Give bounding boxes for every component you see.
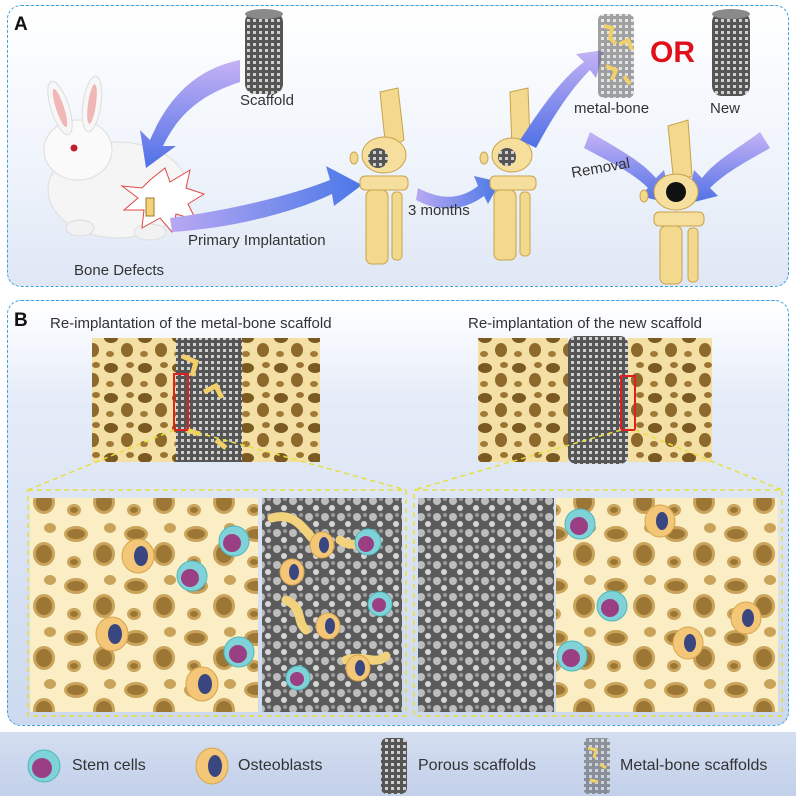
new-scaffold-block [568, 336, 628, 464]
knee-joint-2 [479, 87, 537, 261]
zoom-lines [27, 429, 783, 491]
zoom-new-scaffold [418, 498, 554, 712]
metal-bone-scaffold-legend-icon [584, 738, 610, 794]
arrow-to-metal-bone [520, 50, 604, 148]
knee-joint-1 [349, 87, 409, 265]
arrow-scaffold-to-rabbit [140, 60, 240, 168]
right-title: Re-implantation of the new scaffold [468, 315, 703, 332]
scaffold-label: Scaffold [240, 92, 294, 109]
bone-block-right-1 [478, 338, 568, 462]
stem-cells [176, 508, 628, 691]
zoom-bone-left [30, 498, 258, 712]
three-months-label: 3 months [408, 202, 470, 219]
osteoblasts [95, 504, 762, 702]
panel-b-letter: B [14, 310, 28, 331]
implant-icon [145, 197, 155, 217]
metal-bone-scaffold-cylinder [598, 14, 634, 98]
legend-metal-bone-scaffolds: Metal-bone scaffolds [620, 757, 768, 774]
or-label: OR [650, 36, 695, 69]
arrow-removal-left [584, 132, 672, 204]
arrow-three-months [416, 176, 500, 209]
arrow-removal-right [686, 132, 770, 204]
left-title: Re-implantation of the metal-bone scaffo… [50, 315, 332, 332]
zoom-box-left [173, 373, 189, 431]
legend-osteoblasts: Osteoblasts [238, 757, 323, 774]
scaffold-cylinder-top [245, 9, 283, 94]
new-label: New [710, 100, 741, 117]
new-scaffold-cylinder [712, 9, 750, 96]
panel-a-letter: A [14, 14, 28, 35]
osteoblast-legend-icon [195, 747, 229, 785]
porous-scaffold-legend-icon [381, 738, 407, 794]
legend-porous-scaffolds: Porous scaffolds [418, 757, 536, 774]
stem-cell-legend-icon [27, 749, 61, 783]
bone-block-right-2 [628, 338, 712, 462]
bone-defects-label: Bone Defects [74, 262, 165, 279]
metal-bone-label: metal-bone [574, 100, 650, 117]
legend-stem-cells: Stem cells [72, 757, 146, 774]
zoom-box-right [620, 375, 636, 431]
knee-joint-3 [639, 119, 705, 285]
bone-block-left-1 [92, 338, 176, 462]
primary-implantation-label: Primary Implantation [188, 232, 326, 249]
bone-block-left-2 [242, 338, 320, 462]
arrow-primary-implantation [170, 166, 362, 232]
